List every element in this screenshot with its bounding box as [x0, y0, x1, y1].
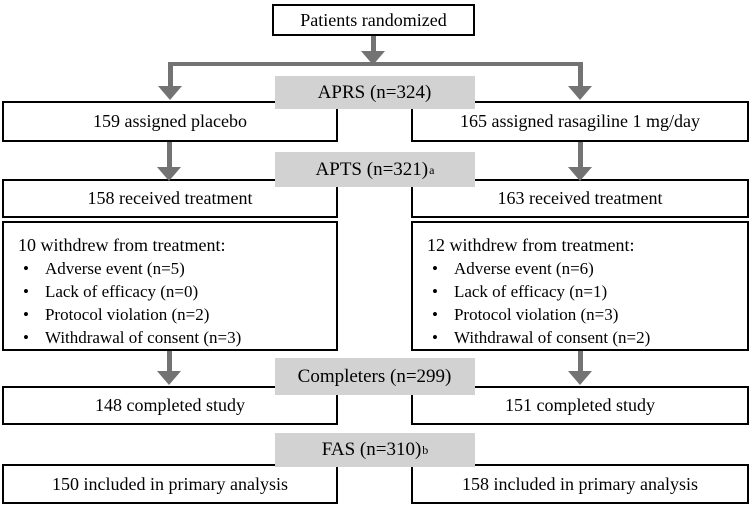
withdrawals-heading: 12 withdrew from treatment:: [427, 234, 635, 255]
withdrawal-reason-item: Protocol violation (n=3): [427, 303, 741, 326]
withdrawal-reason-item: Lack of efficacy (n=1): [427, 281, 741, 304]
withdrawal-reason-item: Protocol violation (n=2): [18, 303, 330, 326]
box-withdrawals-rasagiline: 12 withdrew from treatment: Adverse even…: [411, 221, 749, 351]
stage-label-completers-text: Completers (n=299): [297, 365, 452, 387]
stage-label-fas-text: FAS (n=310): [321, 439, 422, 460]
left-arrow-head-1-icon: [157, 167, 181, 181]
included-rasagiline-label: 158 included in primary analysis: [462, 473, 698, 494]
completed-rasagiline-label: 151 completed study: [505, 395, 655, 415]
stage-label-apts-text: APTS (n=321): [315, 158, 429, 180]
split-arrow-head-icon: [361, 51, 385, 65]
box-received-rasagiline: 163 received treatment: [411, 179, 749, 218]
assigned-placebo-label: 159 assigned placebo: [93, 111, 247, 131]
stage-label-aprs-text: APRS (n=324): [317, 81, 432, 103]
right-arrow-head-1-icon: [568, 167, 592, 181]
box-assigned-rasagiline: 165 assigned rasagiline 1 mg/day: [411, 101, 749, 142]
stage-label-aprs: APRS (n=324): [275, 76, 475, 109]
included-placebo-label: 150 included in primary analysis: [52, 473, 288, 494]
stage-label-completers: Completers (n=299): [275, 358, 475, 395]
assigned-rasagiline-label: 165 assigned rasagiline 1 mg/day: [460, 111, 700, 131]
box-patients-randomized: Patients randomized: [272, 4, 475, 36]
split-left-arrow-head-icon: [158, 86, 182, 100]
patients-randomized-label: Patients randomized: [300, 9, 447, 30]
right-arrow-shaft-1: [578, 142, 583, 168]
left-arrow-shaft-2: [167, 351, 172, 372]
left-arrow-shaft-1: [167, 142, 172, 168]
split-right-arrow-head-icon: [568, 86, 592, 100]
box-withdrawals-placebo: 10 withdrew from treatment: Adverse even…: [2, 221, 338, 351]
split-horizontal-line: [168, 62, 583, 66]
right-arrow-shaft-2: [578, 351, 583, 372]
split-left-drop: [168, 62, 173, 87]
withdrawal-reason-item: Adverse event (n=5): [18, 258, 330, 281]
split-right-drop: [578, 62, 583, 87]
withdrawal-reason-item: Withdrawal of consent (n=2): [427, 326, 741, 349]
stage-label-fas: FAS (n=310)b: [275, 433, 475, 467]
right-arrow-head-2-icon: [568, 371, 592, 385]
withdrawal-reason-item: Lack of efficacy (n=0): [18, 281, 330, 304]
withdrawals-heading: 10 withdrew from treatment:: [18, 234, 226, 255]
box-included-placebo: 150 included in primary analysis: [2, 464, 338, 504]
withdrawal-reason-item: Adverse event (n=6): [427, 258, 741, 281]
received-placebo-label: 158 received treatment: [87, 188, 253, 208]
stage-label-apts: APTS (n=321)a: [275, 152, 475, 187]
left-arrow-head-2-icon: [157, 371, 181, 385]
received-rasagiline-label: 163 received treatment: [497, 188, 663, 208]
completed-placebo-label: 148 completed study: [95, 395, 245, 415]
box-included-rasagiline: 158 included in primary analysis: [411, 464, 749, 504]
split-arrow-shaft: [371, 36, 376, 53]
withdrawal-reason-item: Withdrawal of consent (n=3): [18, 326, 330, 349]
